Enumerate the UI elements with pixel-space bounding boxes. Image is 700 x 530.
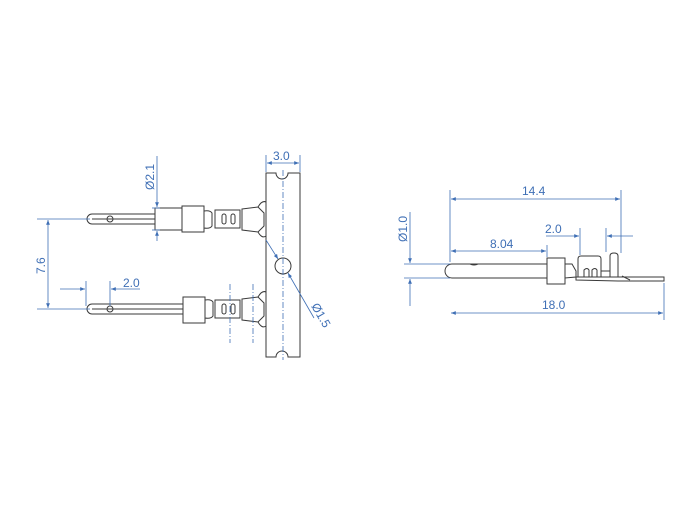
pin-top — [86, 201, 267, 238]
svg-text:14.4: 14.4 — [522, 184, 546, 198]
dim-overall-length: 18.0 — [451, 283, 665, 320]
pin-bottom — [86, 284, 267, 343]
svg-text:3.0: 3.0 — [273, 149, 290, 163]
svg-text:8.04: 8.04 — [490, 237, 514, 251]
dim-crimp-diameter: Ø2.1 — [143, 156, 160, 241]
dim-pitch: 7.6 — [34, 218, 90, 310]
svg-text:2.0: 2.0 — [545, 222, 562, 236]
dim-pin-diameter: Ø1.0 — [396, 212, 450, 306]
svg-text:18.0: 18.0 — [542, 298, 566, 312]
dim-crimp-width: 2.0 — [545, 222, 633, 255]
dim-hole-offset: 2.0 — [60, 276, 140, 306]
dim-pin-length: 8.04 — [451, 237, 548, 257]
svg-text:2.0: 2.0 — [123, 276, 140, 290]
pin-side — [444, 252, 665, 285]
svg-text:7.6: 7.6 — [34, 257, 48, 274]
svg-text:Ø2.1: Ø2.1 — [143, 164, 157, 190]
carrier-strip — [265, 170, 301, 360]
right-view: 14.4 Ø1.0 8.04 2.0 18.0 — [396, 184, 665, 320]
dim-carrier-width: 3.0 — [265, 149, 301, 172]
svg-text:Ø1.0: Ø1.0 — [396, 216, 410, 242]
dim-length-to-crimp: 14.4 — [449, 184, 622, 262]
left-view: 3.0 Ø2.1 7.6 2.0 Ø1.5 — [34, 149, 334, 360]
